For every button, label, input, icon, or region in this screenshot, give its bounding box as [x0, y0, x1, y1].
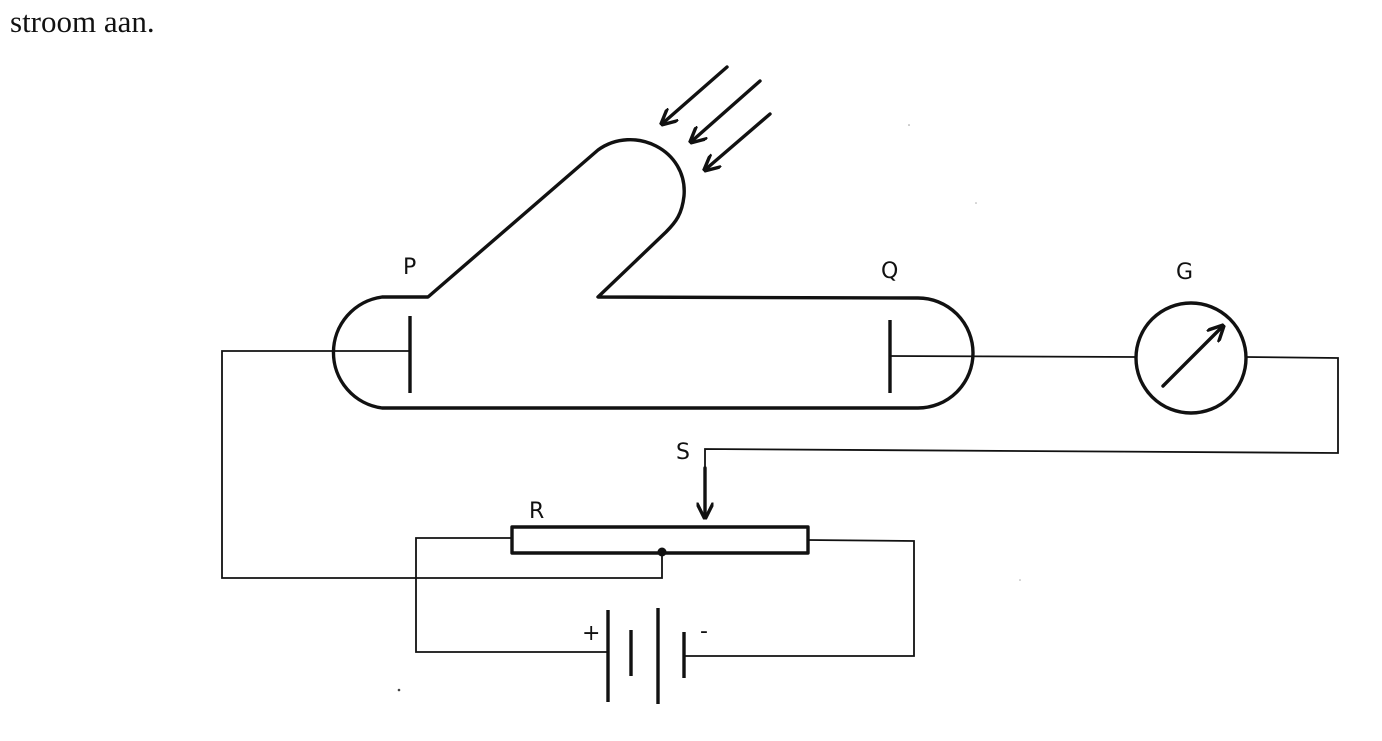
scan-speck [1019, 579, 1021, 581]
photocell-tube [331, 138, 975, 410]
scan-speck [908, 124, 910, 126]
rheostat-tap-dot [657, 547, 667, 557]
label-plus: + [582, 621, 600, 646]
circuit-wires [221, 350, 1339, 657]
label-s: S [676, 440, 690, 465]
galvanometer-icon [1134, 301, 1248, 415]
scan-speck [397, 688, 401, 692]
caption-text: stroom aan. [10, 4, 155, 39]
scan-speck [975, 202, 977, 204]
label-q: Q [881, 259, 898, 284]
battery-icon [606, 608, 686, 704]
label-g: G [1176, 260, 1193, 285]
label-r: R [529, 499, 544, 524]
label-minus: - [700, 619, 708, 644]
label-p: P [403, 255, 416, 280]
incoming-light-arrows-icon [663, 65, 772, 169]
